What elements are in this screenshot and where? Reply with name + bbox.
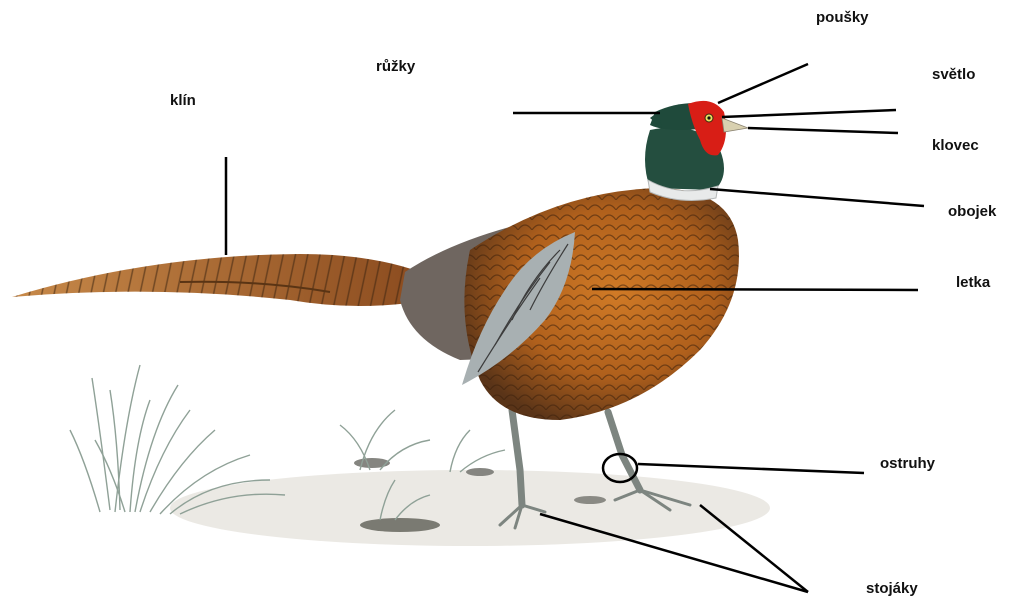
label-svetlo: světlo [932, 66, 975, 83]
label-letka: letka [956, 274, 990, 291]
label-stojaky: stojáky [866, 580, 918, 597]
label-pousky: poušky [816, 9, 869, 26]
label-klovec: klovec [932, 137, 979, 154]
leader-line-obojek [710, 189, 924, 206]
label-klin: klín [170, 92, 196, 109]
leader-line-svetlo [722, 110, 896, 117]
leader-line-pousky [718, 64, 808, 103]
label-obojek: obojek [948, 203, 996, 220]
leader-line-klovec [748, 128, 898, 133]
label-ostruhy: ostruhy [880, 455, 935, 472]
label-ruzky: růžky [376, 58, 415, 75]
tail [12, 254, 430, 306]
leader-line-ostruhy [638, 464, 864, 473]
leader-line-letka [592, 289, 918, 290]
